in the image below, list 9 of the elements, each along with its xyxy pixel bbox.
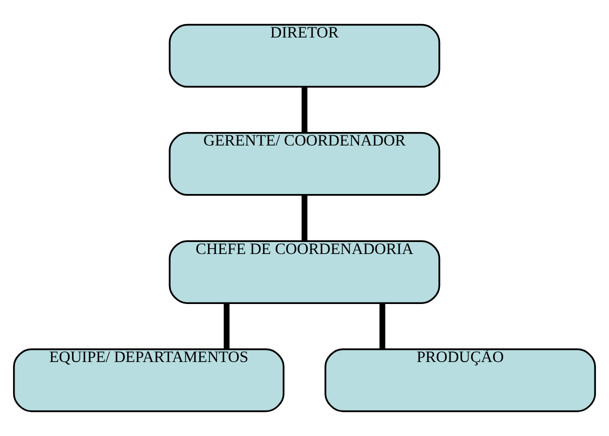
node-box: CHEFE DE COORDENADORIA <box>168 240 440 304</box>
node-box: EQUIPE/ DEPARTAMENTOS <box>13 348 284 412</box>
connector <box>302 87 308 133</box>
node-box: GERENTE/ COORDENADOR <box>168 132 440 196</box>
node-box: PRODUÇÃO <box>324 348 596 412</box>
connector <box>302 195 308 241</box>
connector <box>224 303 230 350</box>
connector <box>379 303 386 350</box>
node-box: DIRETOR <box>168 24 440 88</box>
